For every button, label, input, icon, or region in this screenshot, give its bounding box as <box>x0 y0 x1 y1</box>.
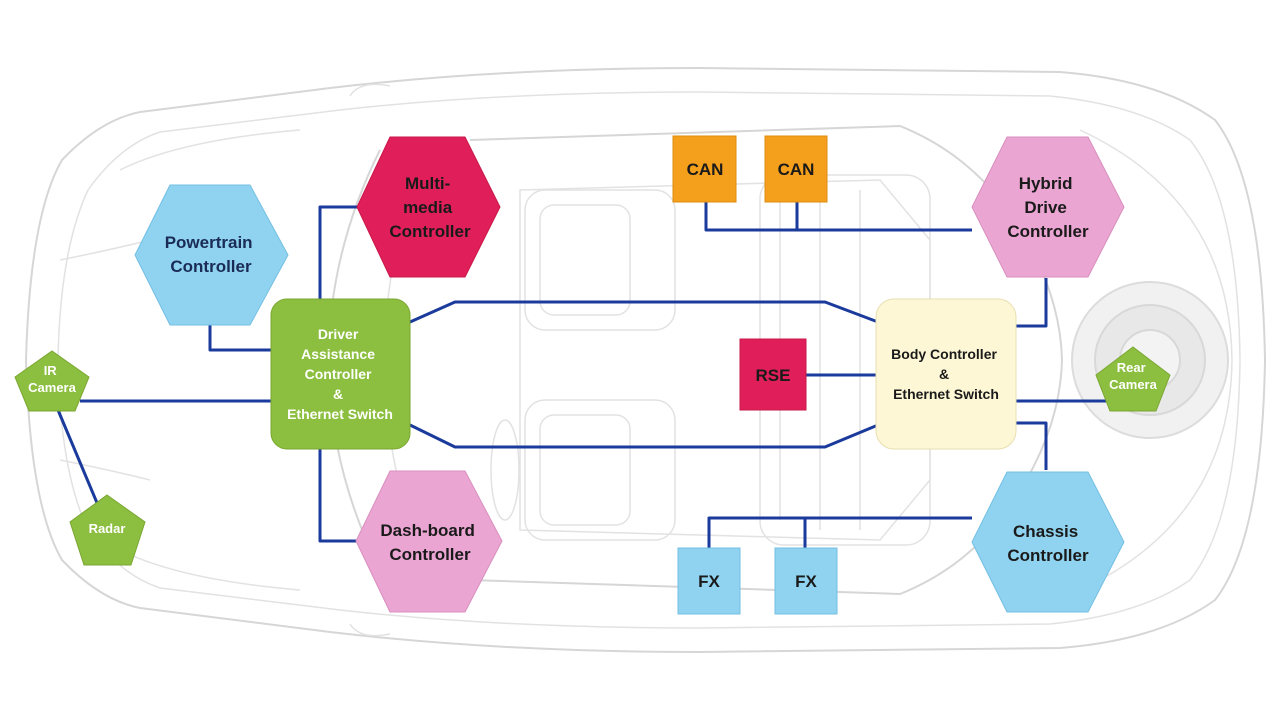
svg-text:Body Controller &: Body Controller & Ethernet Switch <box>891 346 1001 402</box>
fx-1-shape <box>677 547 741 615</box>
can-1-label: CAN <box>687 160 724 179</box>
radar-node: Radar <box>69 494 146 566</box>
svg-text:CAN: CAN <box>778 160 815 179</box>
rse-node: RSE <box>739 338 807 411</box>
svg-text:RSE: RSE <box>756 366 791 385</box>
multimedia-label-2: media <box>403 198 453 217</box>
multimedia-label-3: Controller <box>389 222 471 241</box>
chassis-shape <box>971 471 1125 613</box>
wire-das-to-body-bottom <box>409 423 879 449</box>
chassis-label-2: Controller <box>1007 546 1089 565</box>
ir-camera-node: IR Camera <box>14 350 90 412</box>
powertrain-label-1: Powertrain <box>165 233 253 252</box>
ir-camera-shape <box>14 350 90 412</box>
multimedia-label-1: Multi- <box>405 174 450 193</box>
hybrid-label-1: Hybrid <box>1019 174 1073 193</box>
body-label-2: & <box>939 366 949 382</box>
can-node-1: CAN <box>672 135 737 203</box>
das-label-1: Driver <box>318 326 359 342</box>
wire-fx-bus <box>707 516 972 548</box>
network-wires <box>56 202 1108 548</box>
svg-text:FX: FX <box>795 572 817 591</box>
svg-text:FX: FX <box>698 572 720 591</box>
rse-shape <box>739 338 807 411</box>
ir-camera-label-1: IR <box>44 363 58 378</box>
wire-body-to-hybrid <box>1016 278 1048 328</box>
can-2-label: CAN <box>778 160 815 179</box>
wire-ir-to-radar <box>56 409 102 511</box>
wire-powertrain-to-das <box>208 325 272 352</box>
svg-text:Powertrain Controller: Powertrain Controller <box>165 233 258 276</box>
svg-text:IR Camera: IR Camera <box>28 363 76 395</box>
driver-assistance-node: Driver Assistance Controller & Ethernet … <box>270 298 411 450</box>
fx-2-label: FX <box>795 572 817 591</box>
radar-label: Radar <box>89 521 126 536</box>
powertrain-node: Powertrain Controller <box>134 184 289 326</box>
body-label-1: Body Controller <box>891 346 997 362</box>
ir-camera-label-2: Camera <box>28 380 76 395</box>
dashboard-shape <box>355 470 503 613</box>
can-2-shape <box>764 135 828 203</box>
svg-text:CAN: CAN <box>687 160 724 179</box>
dashboard-node: Dash-board Controller <box>355 470 503 613</box>
chassis-node: Chassis Controller <box>971 471 1125 613</box>
rear-camera-label-1: Rear <box>1117 360 1146 375</box>
multimedia-shape <box>356 136 501 278</box>
rear-camera-label-2: Camera <box>1109 377 1157 392</box>
svg-text:Radar: Radar <box>89 521 126 536</box>
multimedia-node: Multi- media Controller <box>356 136 501 278</box>
driver-assistance-shape <box>270 298 411 450</box>
body-controller-node: Body Controller & Ethernet Switch <box>875 298 1017 450</box>
can-1-shape <box>672 135 737 203</box>
radar-shape <box>69 494 146 566</box>
wire-body-to-chassis <box>1016 421 1048 470</box>
wire-multimedia-to-das <box>318 205 360 300</box>
svg-text:Driver Assistance: Driver Assistance Controller & Ethernet … <box>287 326 393 422</box>
svg-text:Multi- media Contr: Multi- media Controller <box>389 174 471 241</box>
dashboard-label-2: Controller <box>389 545 471 564</box>
can-node-2: CAN <box>764 135 828 203</box>
das-label-2: Assistance <box>301 346 375 362</box>
svg-text:Dash-board Controller: Dash-board Controller <box>380 521 479 564</box>
body-controller-shape <box>875 298 1017 450</box>
svg-text:Chassis Controller: Chassis Controller <box>1007 522 1089 565</box>
dashboard-label-1: Dash-board <box>380 521 474 540</box>
fx-node-1: FX <box>677 547 741 615</box>
hybrid-label-2: Drive <box>1024 198 1067 217</box>
fx-2-shape <box>774 547 838 615</box>
wire-can-bus <box>704 202 972 232</box>
wire-das-to-body-top <box>409 300 879 324</box>
das-label-4: & <box>333 386 343 402</box>
wire-dashboard-to-das <box>318 448 360 543</box>
das-label-5: Ethernet Switch <box>287 406 393 422</box>
das-label-3: Controller <box>305 366 372 382</box>
chassis-label-1: Chassis <box>1013 522 1078 541</box>
body-label-3: Ethernet Switch <box>893 386 999 402</box>
hybrid-drive-shape <box>971 136 1125 278</box>
svg-text:Rear Camera: Rear Camera <box>1109 360 1157 392</box>
powertrain-shape <box>134 184 289 326</box>
hybrid-drive-node: Hybrid Drive Controller <box>971 136 1125 278</box>
fx-1-label: FX <box>698 572 720 591</box>
powertrain-label-2: Controller <box>170 257 252 276</box>
fx-node-2: FX <box>774 547 838 615</box>
rse-label: RSE <box>756 366 791 385</box>
rear-camera-shape <box>1095 346 1171 412</box>
svg-text:Hybrid Drive Contr: Hybrid Drive Controller <box>1007 174 1089 241</box>
hybrid-label-3: Controller <box>1007 222 1089 241</box>
rear-camera-node: Rear Camera <box>1095 346 1171 412</box>
